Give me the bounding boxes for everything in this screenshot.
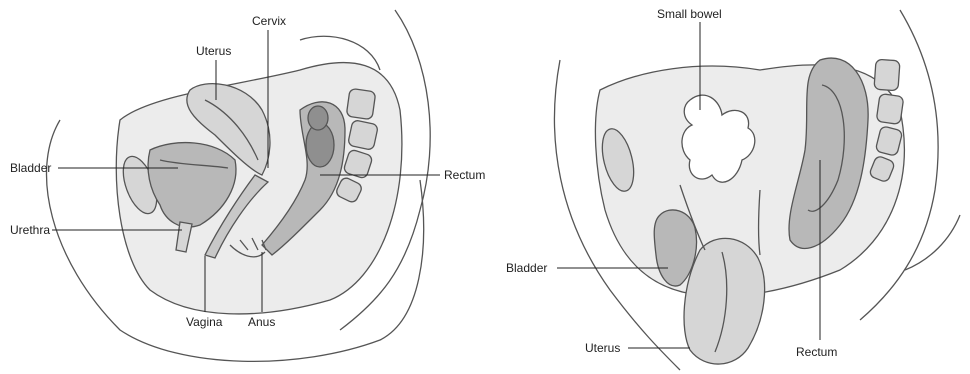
left-uterus-label: Uterus xyxy=(196,44,231,58)
left-urethra-label: Urethra xyxy=(10,223,50,237)
right-bladder-label: Bladder xyxy=(506,261,547,275)
left-vagina-label: Vagina xyxy=(186,315,223,329)
right-uterus-label: Uterus xyxy=(585,341,620,355)
left-anus-label: Anus xyxy=(248,315,275,329)
right-uterus-shape xyxy=(684,238,765,364)
left-panel-normal-anatomy: Cervix Uterus Bladder Rectum Urethra Vag… xyxy=(10,10,485,361)
left-cervix-label: Cervix xyxy=(252,14,286,28)
left-rectum-label: Rectum xyxy=(444,168,485,182)
left-bladder-label: Bladder xyxy=(10,161,51,175)
right-panel-prolapse: Small bowel Bladder Uterus Rectum xyxy=(506,7,960,370)
right-small-bowel-label: Small bowel xyxy=(657,7,722,21)
right-rectum-label: Rectum xyxy=(796,345,837,359)
